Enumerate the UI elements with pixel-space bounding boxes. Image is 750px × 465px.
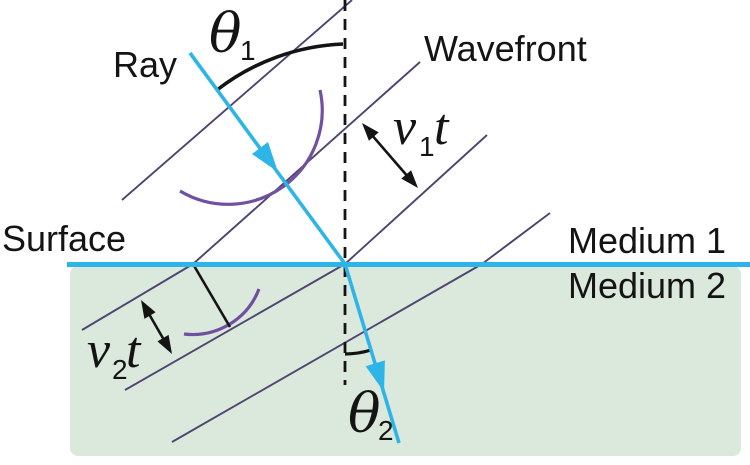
wavelet-arc-medium1: [179, 89, 324, 206]
v2t-subscript: 2: [112, 354, 128, 385]
v2t-arrow-shaft: [147, 313, 166, 341]
ray-label: Ray: [113, 44, 177, 85]
refracted-ray-line: [343, 263, 401, 444]
wavefronts-medium2: [81, 263, 483, 443]
wavefront-line: [171, 263, 483, 443]
v1t-suffix: t: [434, 99, 450, 156]
theta1-label: θ 1: [209, 2, 256, 66]
theta2-label: θ 2: [348, 382, 394, 446]
v2t-connector-line: [191, 263, 232, 328]
theta2-symbol: θ: [348, 382, 381, 445]
arrowhead: [157, 334, 172, 354]
wavefront-line: [121, 0, 353, 201]
ray-arrowhead: [365, 360, 385, 392]
surface-label: Surface: [2, 218, 126, 259]
medium2-region: [70, 266, 741, 456]
arrowhead: [401, 170, 418, 188]
v2t-label: v 2 t: [87, 322, 142, 385]
v1t-arrow: [362, 123, 418, 188]
medium2-label: Medium 2: [568, 265, 726, 306]
v2t-suffix: t: [126, 322, 142, 379]
v2t-symbol: v: [87, 322, 111, 379]
v1t-subscript: 1: [419, 131, 435, 162]
v1t-arrow-shaft: [370, 133, 410, 179]
wavefront-label: Wavefront: [424, 28, 587, 69]
arrowhead: [141, 300, 156, 319]
wavefront-line: [344, 134, 488, 265]
medium1-label: Medium 1: [568, 220, 726, 261]
wavefront-line: [481, 212, 551, 265]
ray-arrowhead: [252, 142, 278, 172]
wavefront-line: [124, 263, 346, 391]
wavefront-line: [81, 263, 194, 331]
v1t-symbol: v: [393, 99, 417, 156]
theta1-subscript: 1: [240, 35, 256, 66]
v2t-arrow: [141, 300, 172, 354]
incident-ray: [188, 51, 347, 266]
refracted-ray: [343, 263, 401, 444]
theta2-subscript: 2: [378, 415, 394, 446]
theta1-arc: [215, 42, 344, 92]
theta1-symbol: θ: [209, 2, 242, 65]
arrowhead: [362, 123, 379, 141]
v1t-label: v 1 t: [393, 99, 450, 162]
